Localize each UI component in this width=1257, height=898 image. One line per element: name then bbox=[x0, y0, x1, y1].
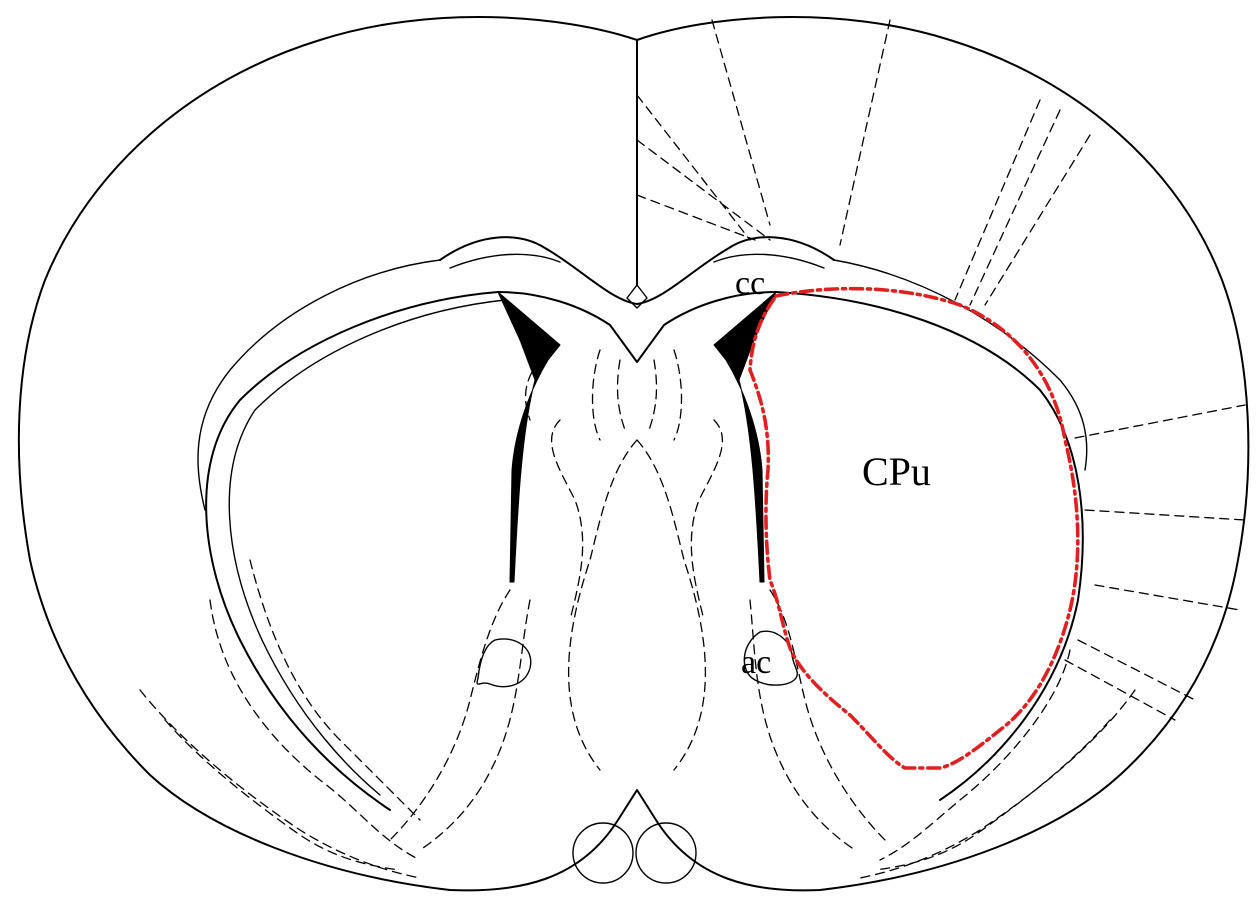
left-cortex-inner bbox=[198, 260, 440, 510]
left-dashed-contour-3 bbox=[420, 600, 530, 850]
brain-outline bbox=[19, 17, 1248, 890]
septum-lower-dash bbox=[569, 440, 706, 770]
right-dashed-contour-1 bbox=[770, 590, 885, 840]
left-lateral-ventricle bbox=[498, 292, 560, 582]
left-dashed-contour-7 bbox=[165, 720, 400, 870]
cpu-highlight-region bbox=[750, 289, 1078, 768]
septum-right-dash bbox=[649, 350, 682, 440]
right-dashed-contour-4 bbox=[860, 690, 1135, 878]
cc-inner-right bbox=[714, 254, 824, 268]
left-dashed-contour-2 bbox=[390, 590, 510, 840]
left-striatum-outline bbox=[206, 292, 498, 810]
label-ac: ac bbox=[741, 644, 771, 681]
septum-inner-dash bbox=[552, 420, 723, 620]
left-optic-circle bbox=[573, 823, 633, 883]
cc-inner-left bbox=[450, 254, 560, 268]
right-dashed-contour-2 bbox=[750, 600, 855, 850]
label-cpu: CPu bbox=[862, 449, 931, 494]
septum-left-dash bbox=[593, 350, 626, 440]
label-cc: cc bbox=[735, 265, 765, 302]
right-dashed-contour-5 bbox=[875, 720, 1110, 870]
left-dashed-contour-4 bbox=[250, 560, 420, 820]
cortical-radial-lines bbox=[637, 20, 1245, 720]
left-dashed-contour-5 bbox=[210, 600, 420, 860]
right-cortex-inner bbox=[834, 260, 1087, 470]
right-optic-circle bbox=[636, 823, 696, 883]
